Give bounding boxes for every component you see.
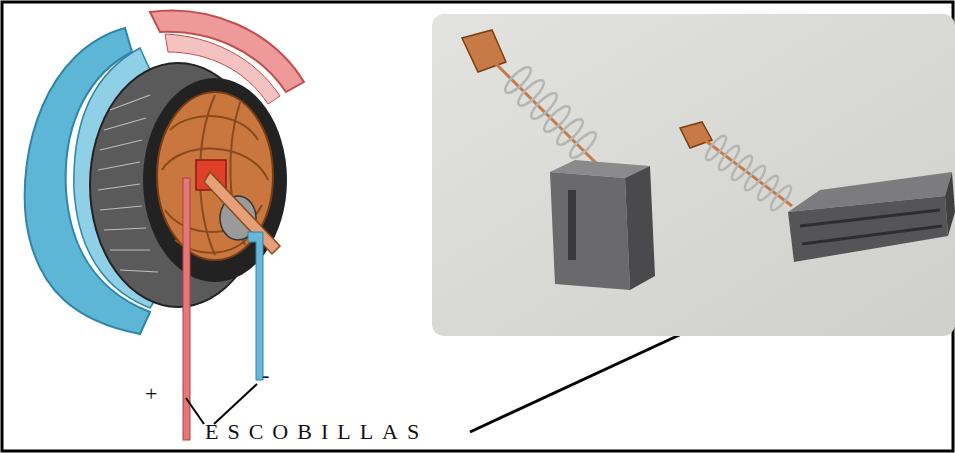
part-name: ESCOBILLAS	[205, 421, 428, 443]
polarity-sign: +	[145, 383, 157, 405]
brushes-photo	[432, 14, 955, 336]
negative-lead	[248, 232, 263, 380]
polarity-sign: -	[262, 364, 269, 386]
